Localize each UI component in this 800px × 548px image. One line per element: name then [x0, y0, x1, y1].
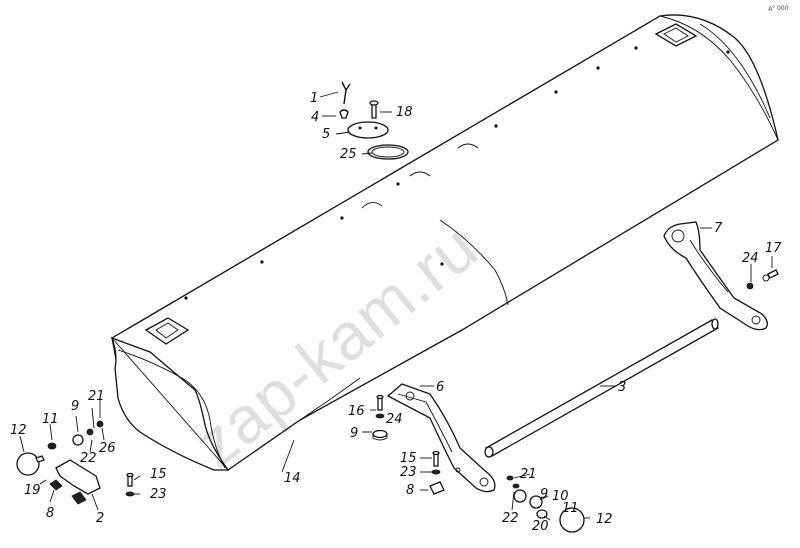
label-16: 16 [348, 404, 365, 419]
label-5: 5 [322, 127, 330, 142]
label-15-left: 15 [150, 467, 167, 482]
label-1: 1 [310, 91, 318, 106]
label-23-center: 23 [400, 465, 417, 480]
label-12-right: 12 [596, 512, 613, 527]
label-6: 6 [436, 380, 444, 395]
label-21-right: 21 [520, 467, 537, 482]
bracket-7 [663, 221, 768, 331]
corner-mark: д° 000 [768, 5, 789, 12]
label-26: 26 [99, 441, 116, 456]
label-9-center: 9 [350, 426, 358, 441]
label-11-right: 11 [562, 501, 579, 516]
label-3: 3 [618, 380, 626, 395]
label-12-left: 12 [10, 423, 27, 438]
label-22-right: 22 [502, 511, 519, 526]
label-8-center: 8 [406, 483, 414, 498]
label-22-left: 22 [80, 451, 97, 466]
label-24-center: 24 [386, 412, 403, 427]
label-14: 14 [284, 471, 301, 486]
leader-lines [19, 91, 773, 521]
label-24-right: 24 [742, 251, 759, 266]
label-2: 2 [96, 511, 104, 526]
label-19: 19 [24, 483, 41, 498]
label-18: 18 [396, 105, 413, 120]
filler-cap-assembly [339, 81, 409, 160]
label-20: 20 [532, 519, 549, 534]
label-7: 7 [714, 221, 723, 236]
label-10: 10 [552, 489, 569, 504]
label-15-center: 15 [400, 451, 417, 466]
hardware-right [746, 269, 779, 290]
hardware-left [16, 420, 135, 505]
part-labels: 1 4 5 25 18 7 24 17 6 3 16 24 9 15 23 8 … [10, 91, 782, 534]
label-11-left: 11 [42, 412, 59, 427]
label-4: 4 [311, 110, 319, 125]
label-9-left: 9 [71, 399, 79, 414]
main-panel [110, 14, 779, 471]
label-17: 17 [765, 241, 782, 256]
label-8-left: 8 [46, 506, 54, 521]
label-21-left: 21 [88, 389, 105, 404]
label-23-left: 23 [150, 487, 167, 502]
label-9-right: 9 [540, 487, 548, 502]
label-25: 25 [340, 147, 357, 162]
bracket-6 [386, 383, 496, 493]
rod-3 [484, 318, 719, 458]
